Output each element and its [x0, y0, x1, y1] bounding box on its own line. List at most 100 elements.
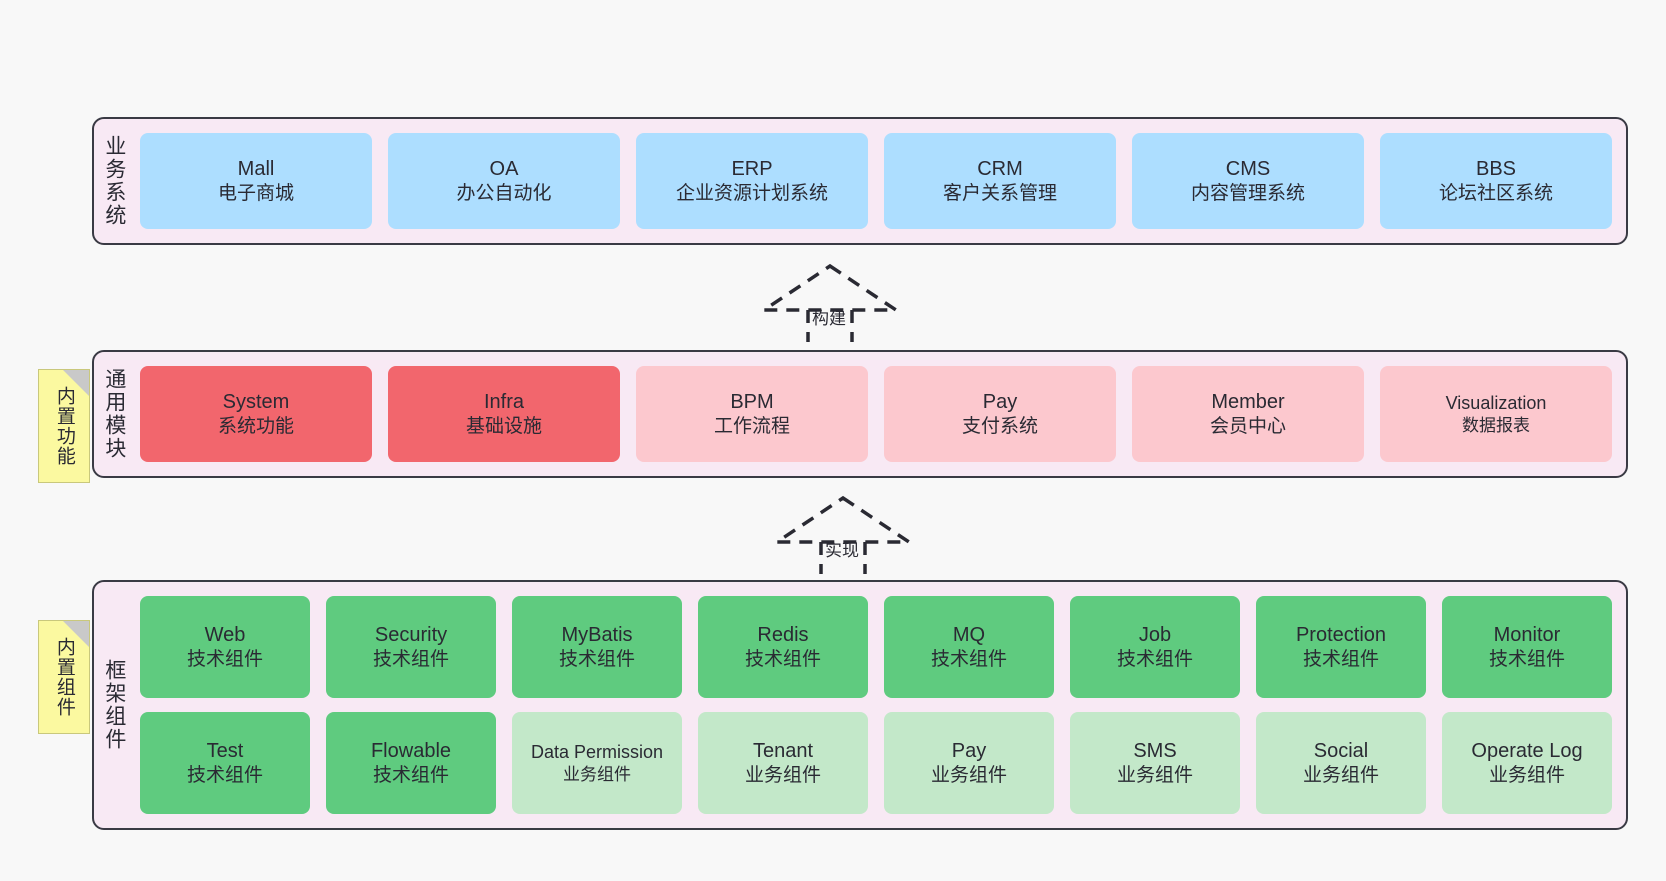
card-title: MQ [952, 623, 986, 646]
card-title: Web [204, 623, 246, 646]
card-subtitle: 会员中心 [1209, 415, 1286, 437]
card-subtitle: 技术组件 [186, 648, 263, 670]
card-subtitle: 技术组件 [372, 648, 449, 670]
note-builtin-components-label: 内置组件 [53, 637, 75, 717]
card-subtitle: 技术组件 [186, 764, 263, 786]
card-title: Visualization [1445, 393, 1547, 414]
card-title: Test [206, 739, 244, 762]
note-fold-corner-icon [63, 370, 89, 396]
card-title: Mall [237, 157, 275, 180]
card-title: Redis [757, 623, 809, 646]
card-title: Job [1138, 623, 1172, 646]
card-subtitle: 电子商城 [217, 182, 294, 204]
card-subtitle: 内容管理系统 [1190, 182, 1305, 204]
card-subtitle: 技术组件 [558, 648, 635, 670]
card-subtitle: 企业资源计划系统 [675, 182, 828, 204]
card-title: Infra [483, 390, 525, 413]
card-subtitle: 业务组件 [930, 764, 1007, 786]
card-subtitle: 工作流程 [713, 415, 790, 437]
card-subtitle: 技术组件 [1116, 648, 1193, 670]
card-title: Monitor [1493, 623, 1561, 646]
note-fold-corner-icon [63, 621, 89, 647]
card-title: BPM [730, 390, 774, 413]
card-title: OA [489, 157, 519, 180]
card-title: Security [374, 623, 448, 646]
card-subtitle: 技术组件 [930, 648, 1007, 670]
connector-implement: 实现 [771, 494, 915, 574]
card-subtitle: 支付系统 [961, 415, 1038, 437]
section-label-common-modules: 通用模块 [102, 368, 126, 460]
generalization-arrowhead-icon [771, 495, 915, 544]
card-title: System [222, 390, 290, 413]
card-title: MyBatis [561, 623, 633, 646]
card-subtitle: 技术组件 [744, 648, 821, 670]
card-subtitle: 业务组件 [744, 764, 821, 786]
card-subtitle: 技术组件 [372, 764, 449, 786]
card-subtitle: 论坛社区系统 [1438, 182, 1553, 204]
card-subtitle: 数据报表 [1462, 415, 1530, 435]
generalization-arrowhead-icon [758, 263, 902, 312]
connector-shaft-icon [819, 542, 867, 574]
note-builtin-features: 内置功能 [38, 369, 90, 483]
card-subtitle: 业务组件 [563, 764, 631, 784]
card-title: CMS [1225, 157, 1271, 180]
card-subtitle: 业务组件 [1302, 764, 1379, 786]
card-title: Operate Log [1471, 739, 1583, 762]
card-subtitle: 办公自动化 [456, 182, 552, 204]
card-title: Protection [1295, 623, 1387, 646]
connector-build-label: 构建 [812, 309, 846, 328]
card-title: BBS [1475, 157, 1517, 180]
card-title: Tenant [752, 739, 814, 762]
note-builtin-features-label: 内置功能 [53, 386, 75, 466]
card-subtitle: 技术组件 [1302, 648, 1379, 670]
card-subtitle: 基础设施 [465, 415, 542, 437]
card-title: ERP [731, 157, 773, 180]
connector-build: 构建 [758, 262, 902, 342]
card-title: Member [1211, 390, 1285, 413]
section-label-framework-components: 框架组件 [102, 659, 126, 751]
card-title: Pay [982, 390, 1018, 413]
card-title: Pay [951, 739, 987, 762]
connector-shaft-icon [806, 310, 854, 342]
card-subtitle: 系统功能 [217, 415, 294, 437]
card-title: Social [1313, 739, 1369, 762]
card-title: Data Permission [530, 742, 664, 763]
connector-implement-label: 实现 [825, 541, 859, 560]
card-subtitle: 业务组件 [1116, 764, 1193, 786]
card-subtitle: 技术组件 [1488, 648, 1565, 670]
